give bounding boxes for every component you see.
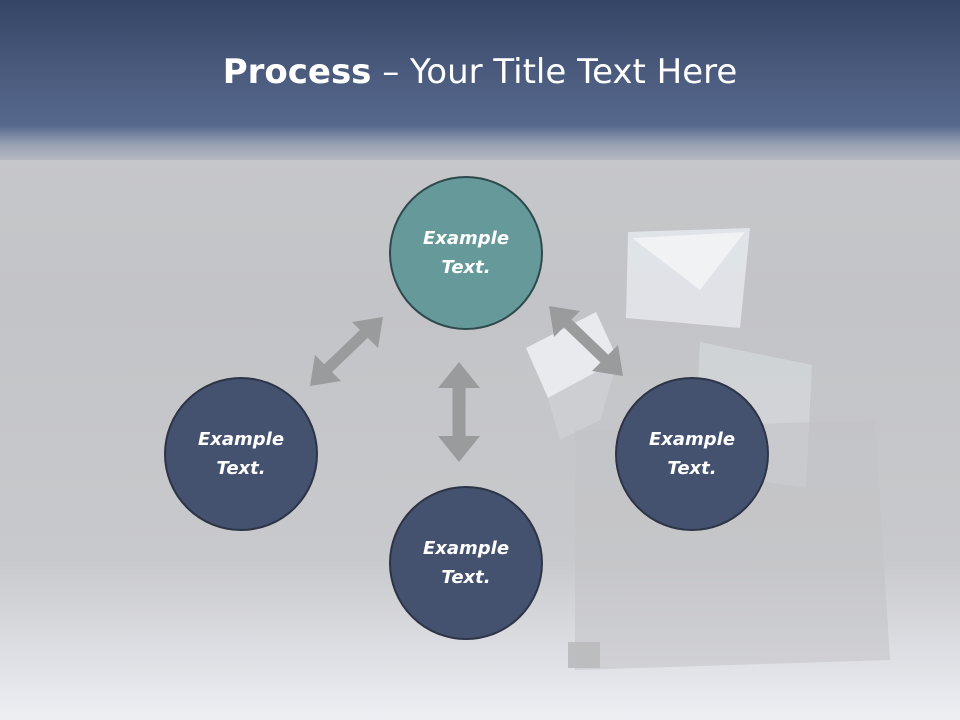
title-rest: – Your Title Text Here [371, 52, 738, 92]
node-left-line1: Example [197, 429, 285, 450]
node-top-line2: Text. [441, 257, 491, 278]
node-bottom[interactable]: Example Text. [389, 486, 543, 640]
node-right[interactable]: Example Text. [615, 377, 769, 531]
title-bar [0, 0, 960, 160]
node-left-line2: Text. [216, 458, 266, 479]
arrow-vertical [438, 362, 480, 462]
node-bottom-line1: Example [422, 538, 510, 559]
node-right-line1: Example [648, 429, 736, 450]
slide-title: Process – Your Title Text Here [0, 52, 960, 92]
node-top[interactable]: Example Text. [389, 176, 543, 330]
node-top-line1: Example [422, 228, 510, 249]
node-left[interactable]: Example Text. [164, 377, 318, 531]
title-bold: Process [222, 52, 372, 92]
arrow-top-left [310, 317, 383, 386]
node-right-line2: Text. [667, 458, 717, 479]
node-bottom-line2: Text. [441, 567, 491, 588]
arrow-top-right [549, 306, 623, 376]
